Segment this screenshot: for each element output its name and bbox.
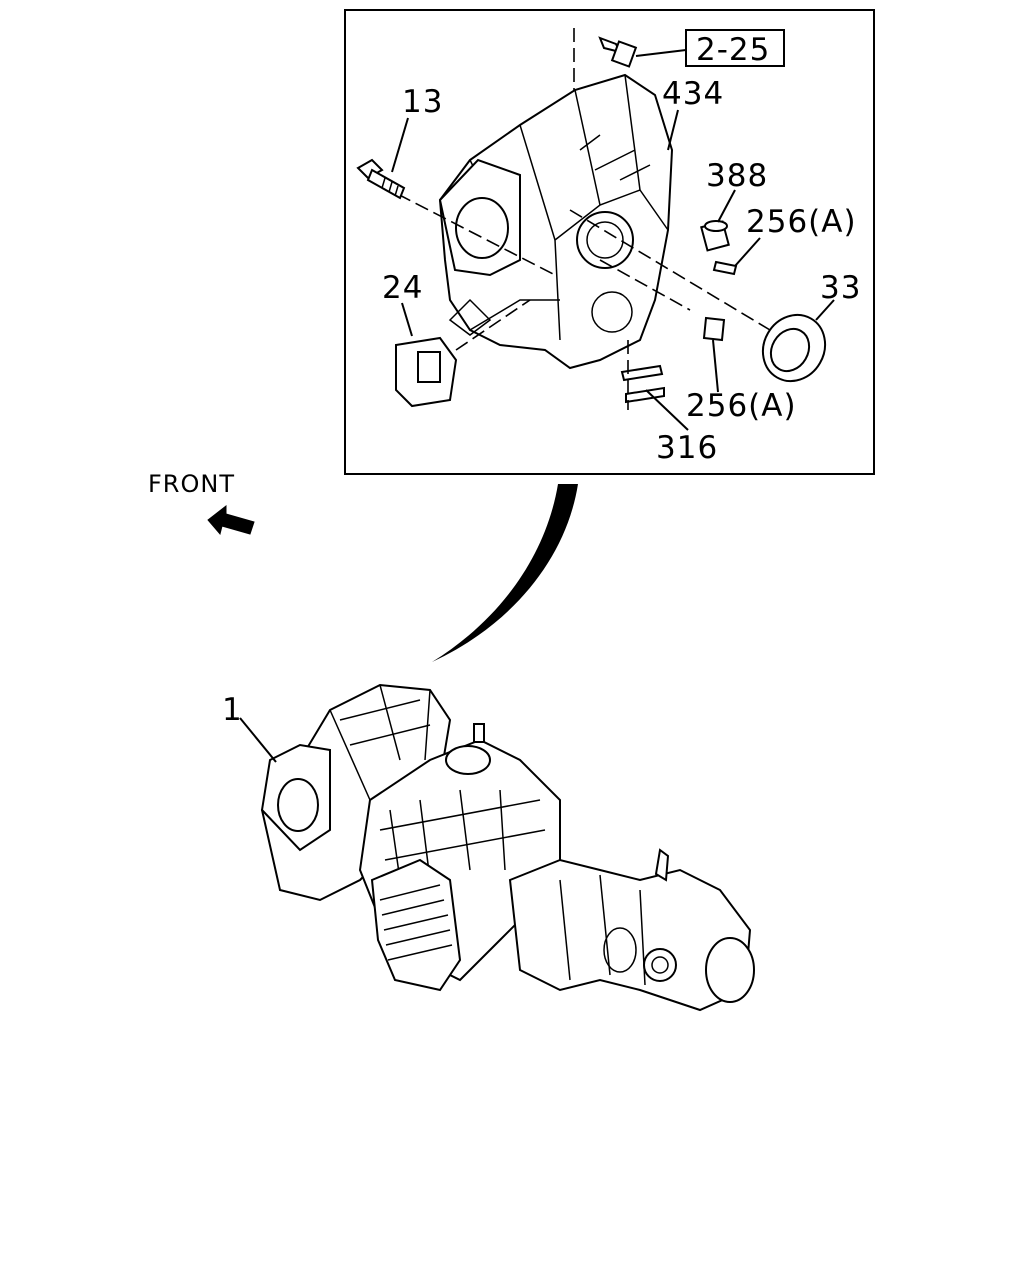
- detail-box: 2-25 434: [344, 9, 875, 475]
- front-label: FRONT: [148, 470, 235, 498]
- label-388: 388: [706, 158, 768, 194]
- bushing-388-drawing: [700, 189, 736, 252]
- label-434: 434: [662, 76, 724, 112]
- key-316-drawing: [620, 340, 689, 431]
- label-33: 33: [820, 270, 861, 306]
- oil-seal-33-drawing: [761, 299, 835, 383]
- arrow-icon: [207, 504, 255, 536]
- connector-swoosh: [432, 484, 578, 662]
- label-316: 316: [656, 430, 718, 466]
- label-13: 13: [402, 84, 443, 120]
- pin-256a-lower-drawing: [702, 316, 726, 393]
- label-256a-lower: 256(A): [686, 388, 797, 424]
- front-indicator: FRONT: [148, 470, 255, 536]
- pin-256a-upper-drawing: [712, 237, 761, 276]
- ref-box-2-25[interactable]: 2-25: [685, 29, 785, 68]
- label-24: 24: [382, 270, 423, 306]
- clutch-housing-drawing: [379, 73, 771, 370]
- label-256a-upper: 256(A): [746, 204, 857, 240]
- top-bolt-drawing: [573, 28, 687, 110]
- bolt-13-drawing: [356, 117, 409, 200]
- transmission-assembly-drawing: [260, 683, 755, 1012]
- label-1: 1: [222, 692, 243, 728]
- sensor-24-drawing: [395, 299, 531, 408]
- label-1-leader: [239, 717, 277, 763]
- detail-box-frame: [344, 9, 875, 475]
- ref-box-label: 2-25: [696, 32, 770, 68]
